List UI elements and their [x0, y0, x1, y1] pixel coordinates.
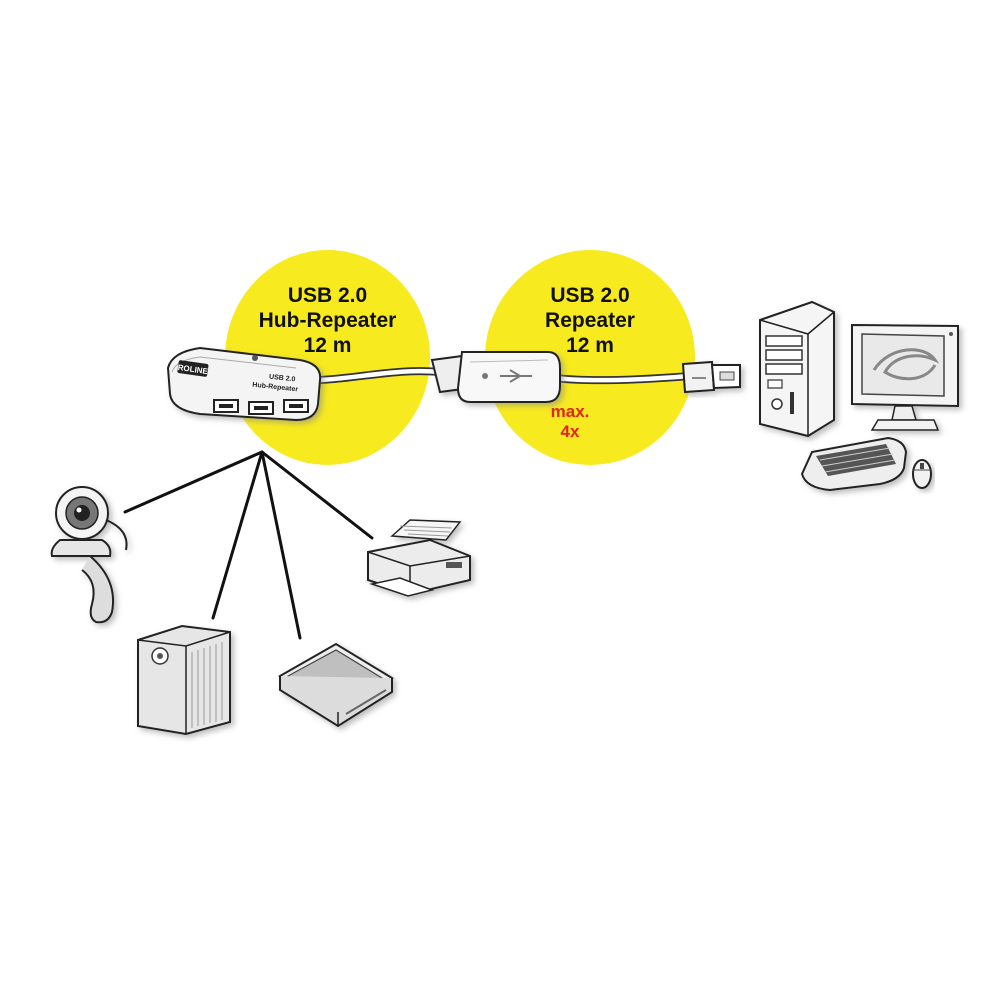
repeater-label-line2: Repeater — [545, 309, 635, 332]
pc-tower-icon — [759, 300, 835, 438]
keyboard-icon — [800, 436, 908, 492]
repeater-label-line1: USB 2.0 — [550, 284, 630, 307]
usb-hub-icon: ROLINE USB 2.0 Hub-Repeater — [166, 346, 322, 422]
mouse-icon — [912, 459, 932, 489]
repeater-label-line3: 12 m — [566, 334, 614, 357]
scanner-icon — [278, 642, 394, 728]
line-to-scanner — [260, 450, 302, 640]
hub-label-line1: USB 2.0 — [287, 284, 368, 307]
external-drive-icon — [137, 624, 231, 736]
hub-model-line2: Hub-Repeater — [252, 382, 299, 394]
monitor-icon — [851, 323, 959, 431]
hub-label-line3: 12 m — [303, 334, 352, 357]
hub-repeater-label: USB 2.0 Hub-Repeater 12 m — [215, 283, 440, 358]
webcam-icon — [50, 486, 128, 624]
usb-plug-icon — [681, 360, 741, 394]
repeater-limit-line1: max. — [550, 402, 590, 421]
line-to-printer — [260, 450, 374, 540]
line-to-drive — [211, 450, 264, 620]
repeater-label: USB 2.0 Repeater 12 m — [480, 283, 700, 358]
hub-brand-logo: ROLINE — [177, 363, 209, 376]
line-to-webcam — [123, 450, 264, 514]
repeater-limit-label: max. 4x — [520, 402, 620, 442]
repeater-cable-icon — [430, 351, 561, 403]
printer-icon — [367, 519, 471, 597]
hub-connection-lines — [123, 450, 374, 640]
hub-label-line2: Hub-Repeater — [258, 309, 397, 332]
repeater-limit-line2: 4x — [560, 422, 580, 441]
usb-cable — [316, 367, 694, 385]
hub-model-line1: USB 2.0 — [269, 374, 296, 384]
